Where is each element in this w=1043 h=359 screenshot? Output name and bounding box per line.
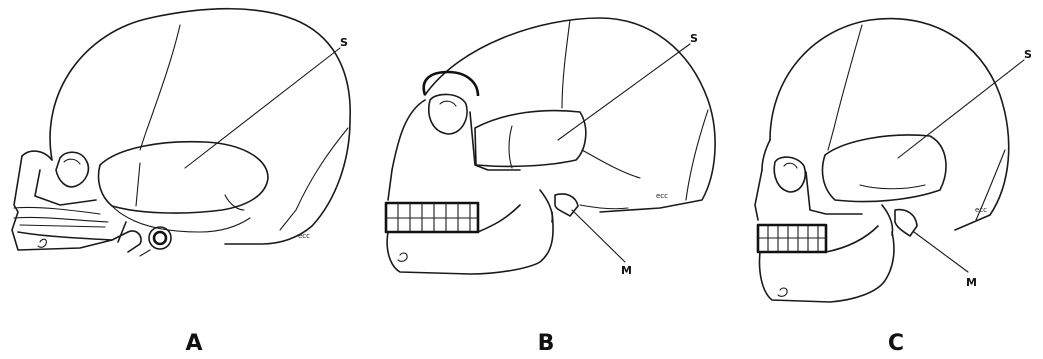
pointer-line-m-b [572, 210, 625, 262]
pointer-line-s-a [185, 48, 340, 168]
pointer-line-m-c [914, 232, 968, 272]
artist-initials-a: ecc [298, 232, 310, 240]
panel-label-b: B [538, 331, 555, 356]
pointer-line-s-b [558, 44, 690, 140]
pointer-label-m-b: M [621, 264, 632, 277]
pointer-label-s-a: S [340, 36, 348, 49]
pointer-line-s-c [898, 60, 1024, 158]
artist-initials-c: ecc [975, 206, 987, 214]
skull-b: ecc S M [386, 18, 715, 277]
panel-label-c: C [888, 331, 904, 356]
pointer-label-m-c: M [966, 276, 977, 289]
skull-a: ecc S [12, 9, 350, 256]
pointer-label-s-b: S [690, 32, 698, 45]
artist-initials-b: ecc [656, 192, 668, 200]
skull-c: ecc S M [755, 19, 1032, 302]
pointer-label-s-c: S [1024, 48, 1032, 61]
panel-label-a: A [185, 331, 202, 356]
